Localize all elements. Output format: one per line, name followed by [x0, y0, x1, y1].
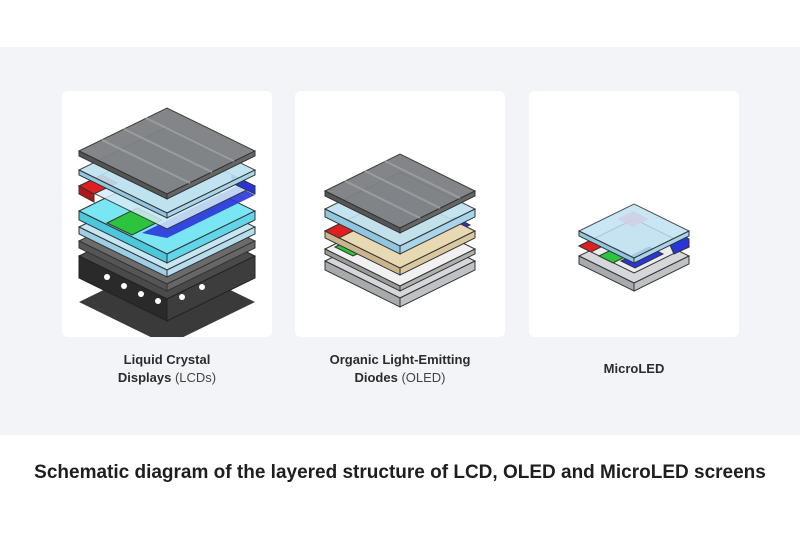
oled-label: Organic Light-Emitting Diodes (OLED) [270, 351, 530, 387]
microled-card [529, 91, 739, 337]
lcd-label-line2: Displays [117, 370, 172, 385]
microled-label-line1: MicroLED [603, 361, 665, 376]
lcd-layer-stack-illustration [77, 107, 257, 337]
diagram-panel: Liquid Crystal Displays (LCDs) Organic L… [0, 47, 800, 435]
microled-layer-stack-illustration [577, 203, 691, 292]
figure-caption: Schematic diagram of the layered structu… [34, 462, 766, 483]
oled-label-line1: Organic Light-Emitting [329, 352, 471, 367]
oled-card [295, 91, 505, 337]
microled-cover-glass [577, 203, 691, 264]
microled-label: MicroLED [504, 360, 764, 378]
lcd-label-abbrev: (LCDs) [174, 370, 217, 385]
lcd-polarizer-top [77, 107, 257, 200]
oled-layer-stack-illustration [323, 153, 477, 308]
oled-top-cover [323, 153, 477, 234]
lcd-card [62, 91, 272, 337]
lcd-label: Liquid Crystal Displays (LCDs) [37, 351, 297, 387]
lcd-label-line1: Liquid Crystal [123, 352, 211, 367]
oled-label-line2: Diodes [354, 370, 398, 385]
oled-label-abbrev: (OLED) [401, 370, 446, 385]
